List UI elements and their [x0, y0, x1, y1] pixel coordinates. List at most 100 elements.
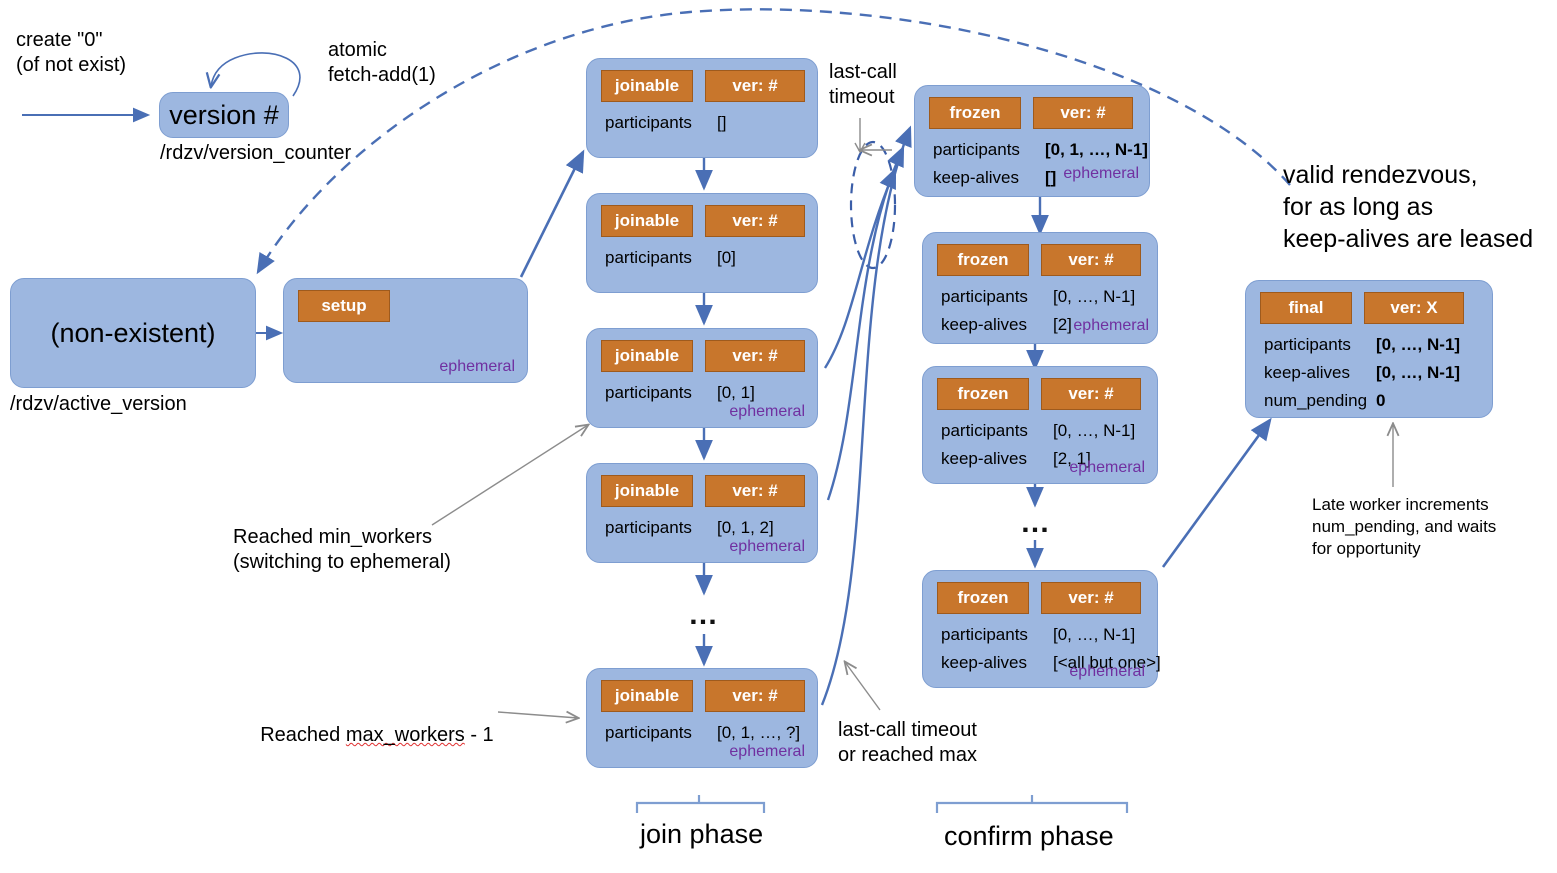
state-tag-joinable: joinable	[601, 70, 693, 102]
join-node-5[interactable]: joinable ver: # participants [0, 1, …, ?…	[586, 668, 818, 768]
ephemeral-label: ephemeral	[1069, 459, 1145, 476]
field-value: [<all but one>]	[1053, 653, 1161, 672]
ephemeral-label: ephemeral	[729, 403, 805, 420]
field-value: [0, …, N-1]	[1376, 363, 1461, 382]
leader-min-workers	[431, 425, 588, 526]
ephemeral-label: ephemeral	[439, 358, 515, 375]
confirm-node-4-fields: participants [0, …, N-1] keep-alives [<a…	[941, 621, 1161, 677]
version-tag: ver: X	[1364, 292, 1464, 324]
field-keep-alives: keep-alives []	[933, 164, 1148, 192]
join-node-2[interactable]: joinable ver: # participants [0]	[586, 193, 818, 293]
field-value: [0, 1]	[717, 383, 755, 402]
field-keep-alives: keep-alives [2, 1]	[941, 445, 1135, 473]
nonexistent-node[interactable]: (non-existent)	[10, 278, 256, 388]
reached-min-workers-note: Reached min_workers (switching to epheme…	[233, 526, 451, 573]
version-tag: ver: #	[705, 680, 805, 712]
field-participants: participants [0, …, N-1]	[941, 417, 1135, 445]
confirm-node-4-tagrow: frozen ver: #	[937, 582, 1141, 614]
confirm-node-2[interactable]: frozen ver: # participants [0, …, N-1] k…	[922, 232, 1158, 344]
reached-max-term: max_workers	[345, 724, 465, 746]
confirm-node-3[interactable]: frozen ver: # participants [0, …, N-1] k…	[922, 366, 1158, 484]
confirm-node-2-tagrow: frozen ver: #	[937, 244, 1141, 276]
confirm-node-1-fields: participants [0, 1, …, N-1] keep-alives …	[933, 136, 1148, 192]
version-tag: ver: #	[1041, 244, 1141, 276]
join-node-2-tagrow: joinable ver: #	[601, 205, 805, 237]
state-tag-joinable: joinable	[601, 340, 693, 372]
field-value: [2, 1]	[1053, 449, 1091, 468]
valid-rendezvous-note: valid rendezvous, for as long as keep-al…	[1283, 161, 1534, 253]
version-tag: ver: #	[705, 205, 805, 237]
confirm-node-3-tagrow: frozen ver: #	[937, 378, 1141, 410]
field-key: participants	[605, 383, 692, 402]
field-value: [0, …, N-1]	[1053, 421, 1136, 440]
ephemeral-label: ephemeral	[729, 743, 805, 760]
field-key: participants	[941, 287, 1028, 306]
field-key: participants	[1264, 335, 1351, 354]
version-counter-node[interactable]: version #	[159, 92, 289, 138]
final-node-tagrow: final ver: X	[1260, 292, 1464, 324]
version-tag: ver: #	[705, 475, 805, 507]
reached-max-workers-note: Reached max_workers - 1	[238, 698, 493, 773]
version-tag: ver: #	[705, 340, 805, 372]
version-counter-path: /rdzv/version_counter	[160, 142, 352, 164]
last-call-timeout-label: last-call timeout	[829, 61, 897, 108]
field-key: participants	[605, 248, 692, 267]
join-node-5-fields: participants [0, 1, …, ?]	[605, 719, 800, 747]
version-counter-label: version #	[169, 99, 279, 130]
state-tag-frozen: frozen	[937, 378, 1029, 410]
confirm-node-1[interactable]: frozen ver: # participants [0, 1, …, N-1…	[914, 85, 1150, 197]
field-key: participants	[605, 518, 692, 537]
join-node-4-fields: participants [0, 1, 2]	[605, 514, 774, 542]
state-tag-frozen: frozen	[937, 244, 1029, 276]
field-participants: participants [0, 1, …, ?]	[605, 719, 800, 747]
last-call-or-max-note: last-call timeout or reached max	[838, 719, 977, 766]
confirm-ellipsis: …	[1020, 506, 1052, 539]
field-key: keep-alives	[933, 168, 1019, 187]
edge-version-self-loop	[211, 52, 301, 97]
setup-node[interactable]: setup ephemeral	[283, 278, 528, 383]
join-node-1-tagrow: joinable ver: #	[601, 70, 805, 102]
field-key: participants	[941, 625, 1028, 644]
join-node-3[interactable]: joinable ver: # participants [0, 1] ephe…	[586, 328, 818, 428]
field-key: participants	[605, 113, 692, 132]
join-node-4[interactable]: joinable ver: # participants [0, 1, 2] e…	[586, 463, 818, 563]
confirm-node-2-fields: participants [0, …, N-1] keep-alives [2]	[941, 283, 1135, 339]
leader-last-call-max	[845, 662, 881, 711]
late-worker-note: Late worker increments num_pending, and …	[1312, 495, 1497, 558]
brace-join-phase	[635, 795, 766, 813]
active-version-path: /rdzv/active_version	[10, 393, 187, 415]
field-value: [0, 1, 2]	[717, 518, 774, 537]
field-key: participants	[605, 723, 692, 742]
state-tag-joinable: joinable	[601, 475, 693, 507]
join-node-2-fields: participants [0]	[605, 244, 736, 272]
state-tag-joinable: joinable	[601, 205, 693, 237]
field-value: []	[717, 113, 727, 132]
join-node-1[interactable]: joinable ver: # participants []	[586, 58, 818, 158]
field-keep-alives: keep-alives [2]	[941, 311, 1135, 339]
field-value: [0, 1, …, ?]	[717, 723, 801, 742]
ephemeral-label: ephemeral	[1063, 165, 1139, 182]
field-key: keep-alives	[941, 449, 1027, 468]
reached-max-prefix: Reached	[260, 724, 346, 746]
state-tag-final: final	[1260, 292, 1352, 324]
final-node[interactable]: final ver: X participants [0, …, N-1] ke…	[1245, 280, 1493, 418]
field-num-pending: num_pending 0	[1264, 387, 1460, 415]
state-tag-joinable: joinable	[601, 680, 693, 712]
field-value: 0	[1376, 391, 1386, 410]
ephemeral-label: ephemeral	[1073, 317, 1149, 334]
confirm-node-4[interactable]: frozen ver: # participants [0, …, N-1] k…	[922, 570, 1161, 688]
version-tag: ver: #	[1041, 378, 1141, 410]
field-value: [0]	[717, 248, 736, 267]
edge-join4-to-frozen	[826, 145, 905, 501]
field-participants: participants [0, …, N-1]	[941, 283, 1135, 311]
field-key: participants	[941, 421, 1028, 440]
field-value: [0, …, N-1]	[1376, 335, 1461, 354]
edge-frozen-to-final	[1161, 417, 1272, 568]
field-participants: participants [0, 1]	[605, 379, 755, 407]
version-tag: ver: #	[1041, 582, 1141, 614]
join-phase-label: join phase	[640, 819, 764, 849]
state-tag-setup: setup	[298, 290, 390, 322]
final-node-fields: participants [0, …, N-1] keep-alives [0,…	[1264, 331, 1460, 415]
join-ellipsis: …	[688, 598, 720, 631]
